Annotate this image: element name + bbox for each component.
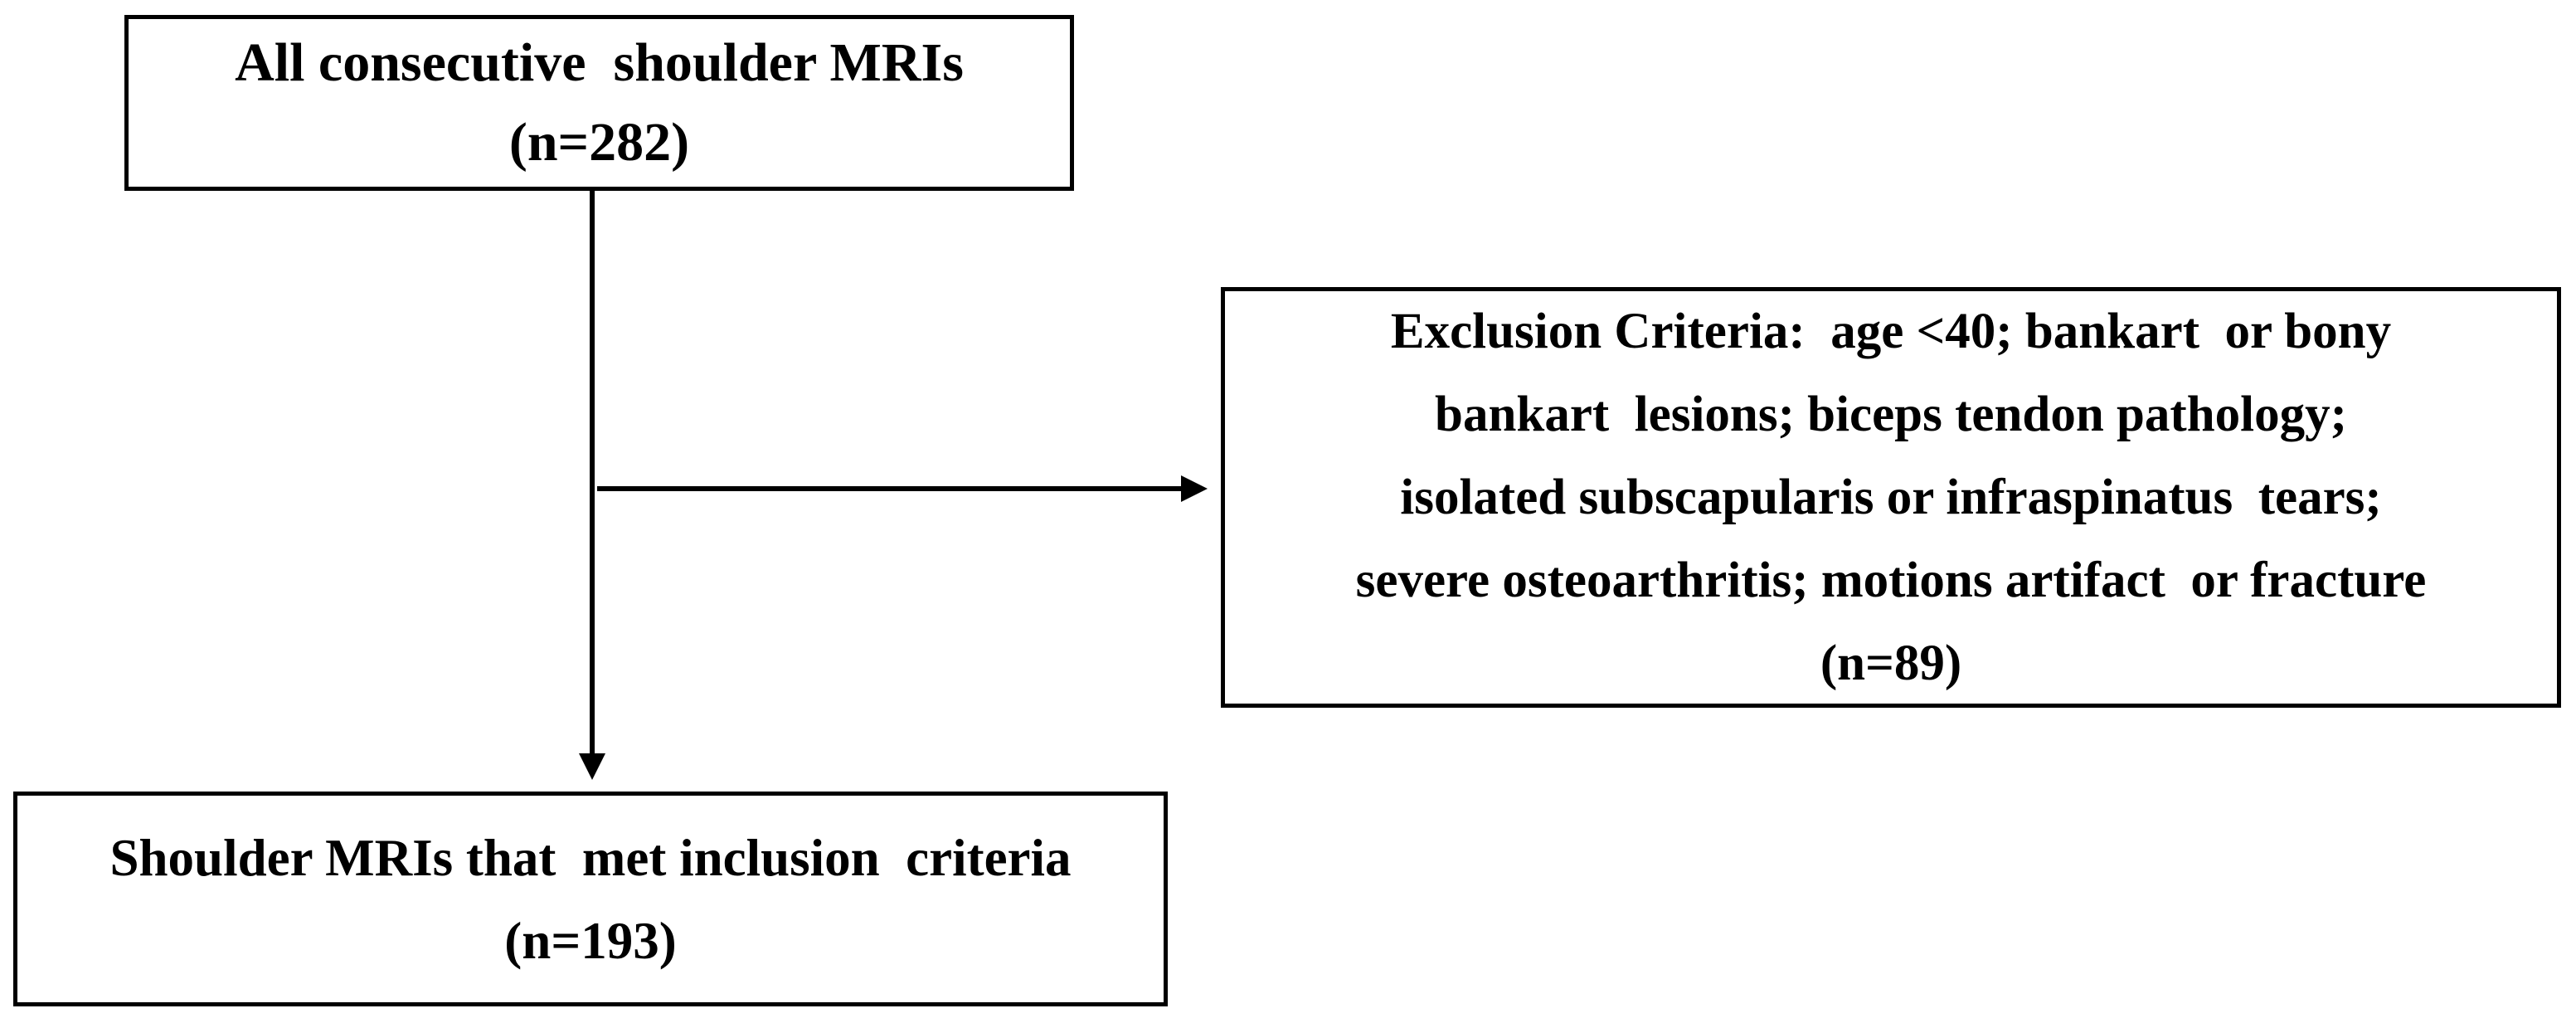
arrow-right-head-icon: [1181, 475, 1208, 502]
node-exclusion-criteria: Exclusion Criteria: age <40; bankart or …: [1221, 287, 2561, 708]
node-met-inclusion-criteria: Shoulder MRIs that met inclusion criteri…: [13, 792, 1168, 1006]
node-all-consecutive-mris: All consecutive shoulder MRIs (n=282): [124, 15, 1074, 191]
node-met-inclusion-criteria-count: (n=193): [504, 911, 677, 970]
node-all-consecutive-mris-count: (n=282): [508, 112, 690, 173]
exclusion-criteria-line-4: severe osteoarthritis; motions artifact …: [1355, 552, 2427, 608]
exclusion-criteria-line-1: Exclusion Criteria: age <40; bankart or …: [1390, 303, 2392, 359]
arrow-right-line: [597, 486, 1181, 491]
node-exclusion-criteria-count: (n=89): [1820, 635, 1962, 691]
arrow-down-line: [590, 191, 595, 755]
arrow-down-head-icon: [579, 753, 605, 780]
exclusion-criteria-line-3: isolated subscapularis or infraspinatus …: [1400, 469, 2382, 525]
node-met-inclusion-criteria-label: Shoulder MRIs that met inclusion criteri…: [109, 828, 1072, 887]
exclusion-criteria-line-2: bankart lesions; biceps tendon pathology…: [1435, 386, 2347, 442]
node-all-consecutive-mris-label: All consecutive shoulder MRIs: [235, 32, 964, 93]
